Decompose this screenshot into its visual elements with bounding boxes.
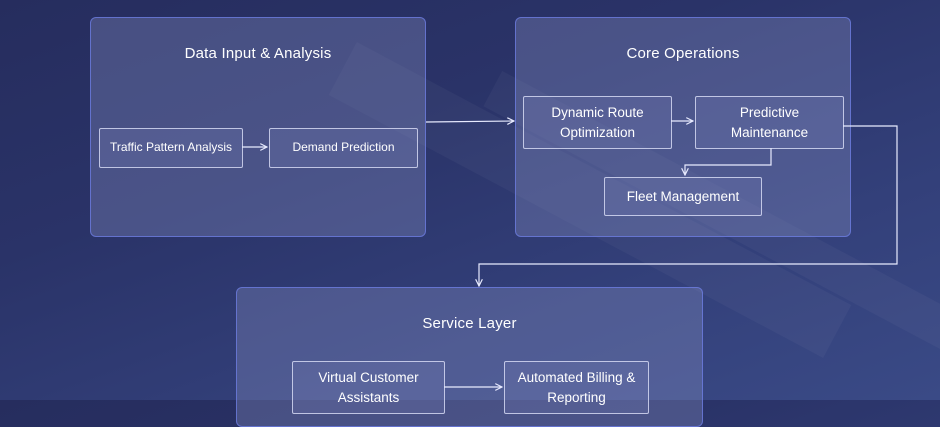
node-dynamic-route-optimization: Dynamic Route Optimization <box>523 96 672 149</box>
arrow-core-to-service <box>479 125 898 286</box>
group-core-operations: Core Operations Dynamic Route Optimizati… <box>515 17 851 237</box>
group-title: Service Layer <box>422 315 517 332</box>
node-predictive-maintenance: Predictive Maintenance <box>695 96 844 149</box>
node-traffic-pattern-analysis: Traffic Pattern Analysis <box>99 128 243 168</box>
arrow-maintenance-to-fleet <box>685 148 772 175</box>
group-data-input: Data Input & Analysis Traffic Pattern An… <box>90 17 426 237</box>
arrow-input-to-core <box>425 121 514 122</box>
group-title: Core Operations <box>626 45 740 62</box>
node-demand-prediction: Demand Prediction <box>269 128 418 168</box>
group-title: Data Input & Analysis <box>184 45 332 62</box>
node-fleet-management: Fleet Management <box>604 177 762 216</box>
connector-layer <box>242 0 898 400</box>
